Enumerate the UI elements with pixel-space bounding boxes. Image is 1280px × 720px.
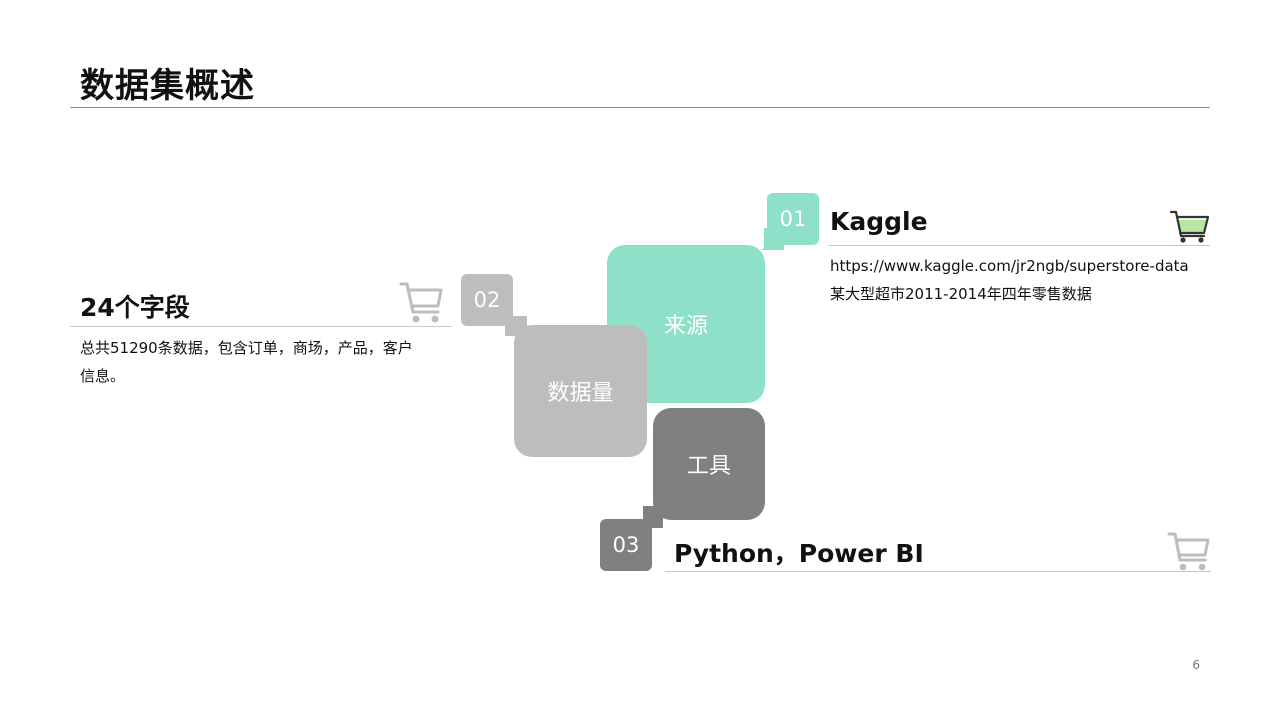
badge-03: 03	[600, 519, 652, 571]
source-heading: Kaggle	[830, 207, 928, 236]
fields-description-line1: 总共51290条数据，包含订单，商场，产品，客户	[80, 339, 413, 357]
fields-heading: 24个字段	[80, 293, 190, 322]
source-description: https://www.kaggle.com/jr2ngb/superstore…	[830, 252, 1210, 308]
cart-icon	[1167, 532, 1210, 571]
tile-volume-label: 数据量	[547, 381, 614, 406]
cart-icon	[1169, 210, 1210, 243]
source-url: https://www.kaggle.com/jr2ngb/superstore…	[830, 257, 1189, 275]
page-title: 数据集概述	[80, 66, 255, 106]
badge-02: 02	[461, 274, 513, 326]
badge-01-label: 01	[779, 207, 807, 231]
cart-icon	[399, 282, 443, 323]
tile-volume: 数据量	[514, 325, 647, 457]
page-number: 6	[1192, 658, 1200, 672]
fields-description-line2: 信息。	[80, 367, 126, 385]
badge-01: 01	[767, 193, 819, 245]
tool-divider	[665, 571, 1211, 572]
tile-tool: 工具	[653, 408, 765, 520]
tile-source: 来源	[607, 245, 765, 403]
tile-source-label: 来源	[663, 314, 708, 339]
tool-heading: Python，Power BI	[674, 539, 924, 568]
badge-02-label: 02	[473, 288, 501, 312]
title-divider	[70, 107, 1210, 108]
source-desc: 某大型超市2011-2014年四年零售数据	[830, 285, 1092, 303]
fields-divider	[70, 326, 452, 327]
fields-description: 总共51290条数据，包含订单，商场，产品，客户 信息。	[80, 334, 450, 390]
badge-03-label: 03	[612, 533, 640, 557]
source-divider	[828, 245, 1210, 246]
tile-tool-label: 工具	[686, 454, 731, 479]
